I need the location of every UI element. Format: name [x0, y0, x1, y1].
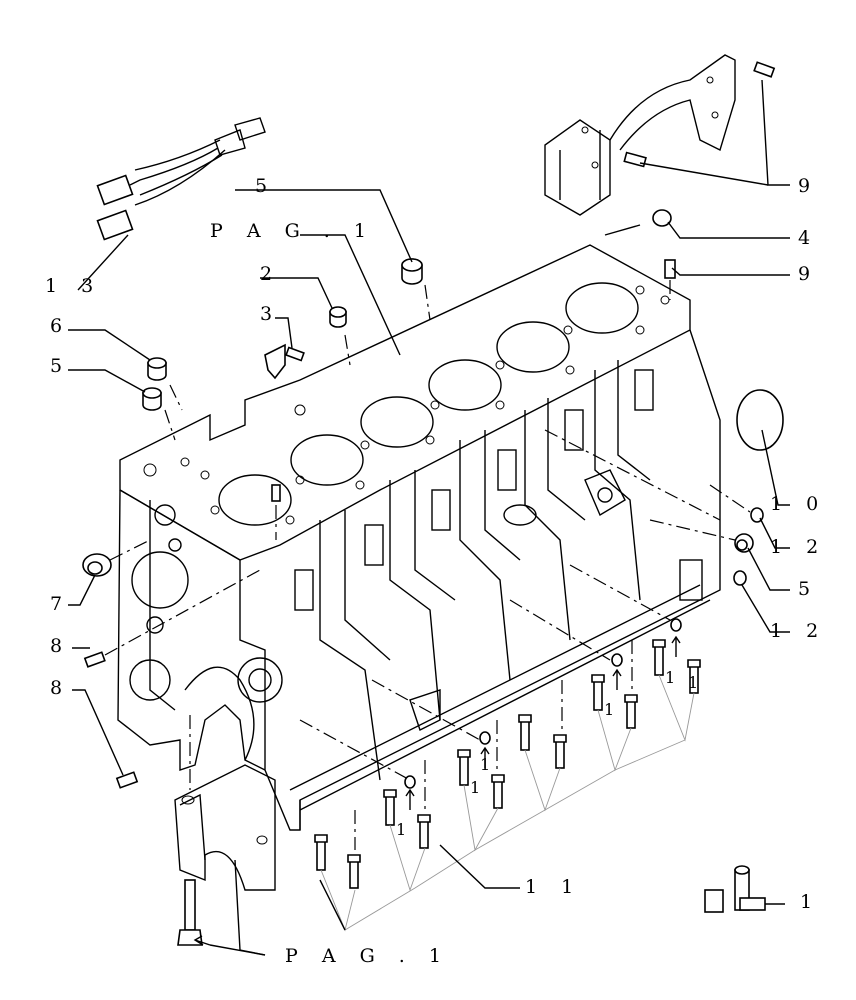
callout-12-upper: 1 2	[770, 536, 827, 558]
plug-8-lower	[115, 771, 139, 789]
callout-7: 7	[50, 593, 71, 615]
leader-lines	[68, 79, 790, 956]
plug-5-left	[142, 387, 176, 441]
bolt-mark: 1	[396, 820, 406, 839]
bracket-3	[264, 343, 305, 380]
callout-10: 1 0	[770, 493, 827, 515]
callout-pag1-bottom: P A G . 1	[285, 945, 450, 967]
plug-12-lower	[733, 570, 747, 586]
plug-4	[652, 209, 672, 227]
callout-12-lower: 1 2	[770, 620, 827, 642]
bolt-mark: 1	[480, 755, 490, 774]
callout-8-lower: 8	[50, 677, 71, 699]
callout-6: 6	[50, 315, 71, 337]
callout-1: 1	[800, 891, 821, 913]
bolt-mark: 1	[604, 700, 614, 719]
callout-4: 4	[798, 227, 819, 249]
plug-2	[329, 306, 351, 366]
main-bearing-cap	[174, 715, 276, 946]
callout-5-left: 5	[50, 355, 71, 377]
callout-13: 1 3	[45, 275, 102, 297]
plug-6	[147, 357, 183, 411]
bolt-marks: 1 1 1 1 1 1	[396, 668, 698, 839]
plug-9-lower	[664, 259, 676, 300]
plug-5-right	[649, 519, 754, 553]
engine-block	[117, 244, 721, 831]
callout-9-upper: 9	[798, 175, 819, 197]
bolt-fan-lines	[320, 674, 695, 932]
callout-3: 3	[260, 303, 281, 325]
callout-8-upper: 8	[50, 635, 71, 657]
plug-12-upper	[709, 484, 764, 523]
sensor-harness	[96, 117, 266, 241]
timing-cover-fragment	[544, 54, 736, 236]
callout-11: 1 1	[525, 876, 582, 898]
callout-5-right: 5	[798, 578, 819, 600]
callout-2: 2	[260, 263, 281, 285]
bolts	[314, 618, 701, 889]
plug-9-upper	[623, 61, 776, 168]
deck-holes	[143, 285, 670, 525]
plug-7	[82, 539, 151, 577]
callout-labels: 1 3 5 P A G . 1 2 3 6 5 7 8 8 9 4 9 1 0 …	[45, 175, 827, 967]
bolt-mark: 1	[688, 673, 698, 692]
plug-5-top	[401, 258, 431, 321]
dowel-legend-icon	[704, 865, 785, 913]
cylinder-bores	[218, 282, 639, 526]
bolt-mark: 1	[470, 778, 480, 797]
callout-5-top: 5	[255, 175, 276, 197]
sensor-port-dash	[271, 429, 721, 781]
core-plug-10	[736, 389, 784, 451]
callout-pag1-top: P A G . 1	[210, 220, 375, 242]
callout-9-lower: 9	[798, 263, 819, 285]
bolt-mark: 1	[665, 668, 675, 687]
plug-8-upper	[83, 569, 261, 668]
